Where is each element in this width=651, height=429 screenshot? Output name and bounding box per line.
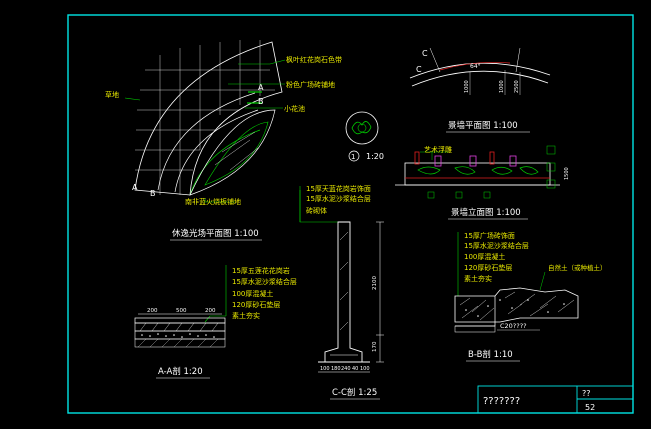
cc-dim-3: 240 xyxy=(341,366,351,372)
bb-layer-4: 120厚砂石垫层 xyxy=(464,263,512,272)
aa-layer-5: 素土夯实 xyxy=(232,311,260,320)
plaza-plan: A B A B 枫叶红花岗石色带 粉色广场砖铺地 小花池 草地 南非蓝火烧板铺地… xyxy=(105,40,342,241)
cc-layer-2: 15厚水泥沙浆结合层 xyxy=(306,194,371,203)
wall-elevation: 艺术浮雕 1500 景墙立面图 1:100 xyxy=(395,145,570,220)
bb-layer-2: 15厚水泥沙浆结合层 xyxy=(464,241,529,250)
section-mark-c-top: C xyxy=(422,49,428,58)
aa-layer-3: 100厚混凝土 xyxy=(232,289,273,298)
aa-layer-2: 15厚水泥沙浆结合层 xyxy=(232,277,297,286)
section-mark-b-bottom: B xyxy=(150,189,156,198)
bb-layer-1: 15厚广场砖饰面 xyxy=(464,231,515,240)
cc-dim-2: 180 xyxy=(331,366,341,372)
bb-natural-soil-note: 自然土（或种植土） xyxy=(548,263,607,272)
wall-plan: 64° 1000 1000 2500 C C 景墙平面图 1:100 xyxy=(409,47,551,133)
detail-1-scale: 1:20 xyxy=(366,152,384,161)
cc-dim-1: 100 xyxy=(320,366,330,372)
detail-1: 1 1:20 xyxy=(345,111,384,162)
title-block-tag: ?? xyxy=(582,389,591,398)
callout-red-granite: 枫叶红花岗石色带 xyxy=(286,55,342,64)
aa-dim-3: 200 xyxy=(205,308,216,314)
section-cc: 15厚天蓝花岗岩饰面 15厚水泥沙浆结合层 砖砌体 2100 170 100 1… xyxy=(299,184,384,400)
section-aa-title: A-A剖 1:20 xyxy=(158,366,203,377)
callout-grass: 草地 xyxy=(105,90,119,99)
aa-layer-1: 15厚五莲花花岗岩 xyxy=(232,266,290,275)
bb-layer-3: 100厚混凝土 xyxy=(464,252,505,261)
detail-1-number: 1 xyxy=(351,153,355,161)
cc-dim-5: 100 xyxy=(360,366,370,372)
drawing-frame xyxy=(67,14,634,414)
section-cc-title: C-C剖 1:25 xyxy=(332,387,377,398)
section-mark-a-bottom: A xyxy=(132,183,138,192)
section-aa: 15厚五莲花花岗岩 15厚水泥沙浆结合层 100厚混凝土 120厚砂石垫层 素土… xyxy=(134,265,297,379)
section-mark-c-bottom: C xyxy=(416,65,422,74)
bb-concrete-label: C20???? xyxy=(500,322,527,330)
bb-layer-5: 素土夯实 xyxy=(464,274,492,283)
wall-plan-dim-2: 1000 xyxy=(499,80,505,93)
wall-plan-title: 景墙平面图 1:100 xyxy=(448,120,518,131)
cc-dim-4: 40 xyxy=(352,366,358,372)
callout-pink-brick: 粉色广场砖铺地 xyxy=(286,80,335,89)
callout-flower-bed: 小花池 xyxy=(284,104,305,113)
wall-plan-dim-3: 2500 xyxy=(514,80,520,93)
title-block: ??????? ?? 52 xyxy=(477,385,634,414)
aa-dim-1: 200 xyxy=(147,308,158,314)
section-bb: 15厚广场砖饰面 15厚水泥沙浆结合层 100厚混凝土 120厚砂石垫层 素土夯… xyxy=(454,231,607,362)
cc-layer-1: 15厚天蓝花岗岩饰面 xyxy=(306,184,371,193)
aa-dim-2: 500 xyxy=(176,308,187,314)
section-mark-b-top: B xyxy=(258,97,264,106)
cc-height-main: 2100 xyxy=(372,276,378,290)
aa-layer-4: 120厚砂石垫层 xyxy=(232,300,280,309)
wall-elev-height: 1500 xyxy=(564,167,570,180)
cc-height-base: 170 xyxy=(372,341,378,352)
section-mark-a-top: A xyxy=(258,83,264,92)
plaza-plan-title: 休逸光场平面图 1:100 xyxy=(172,228,259,239)
callout-blue-stone: 南非蓝火烧板铺地 xyxy=(185,197,241,206)
callout-relief: 艺术浮雕 xyxy=(424,145,452,154)
title-block-page: 52 xyxy=(585,403,595,412)
wall-plan-angle: 64° xyxy=(470,63,481,70)
cc-layer-3: 砖砌体 xyxy=(306,206,327,215)
title-block-name: ??????? xyxy=(483,396,520,407)
section-bb-title: B-B剖 1:10 xyxy=(468,349,513,360)
wall-plan-dim-1: 1000 xyxy=(464,80,470,93)
wall-elev-title: 景墙立面图 1:100 xyxy=(451,207,521,218)
